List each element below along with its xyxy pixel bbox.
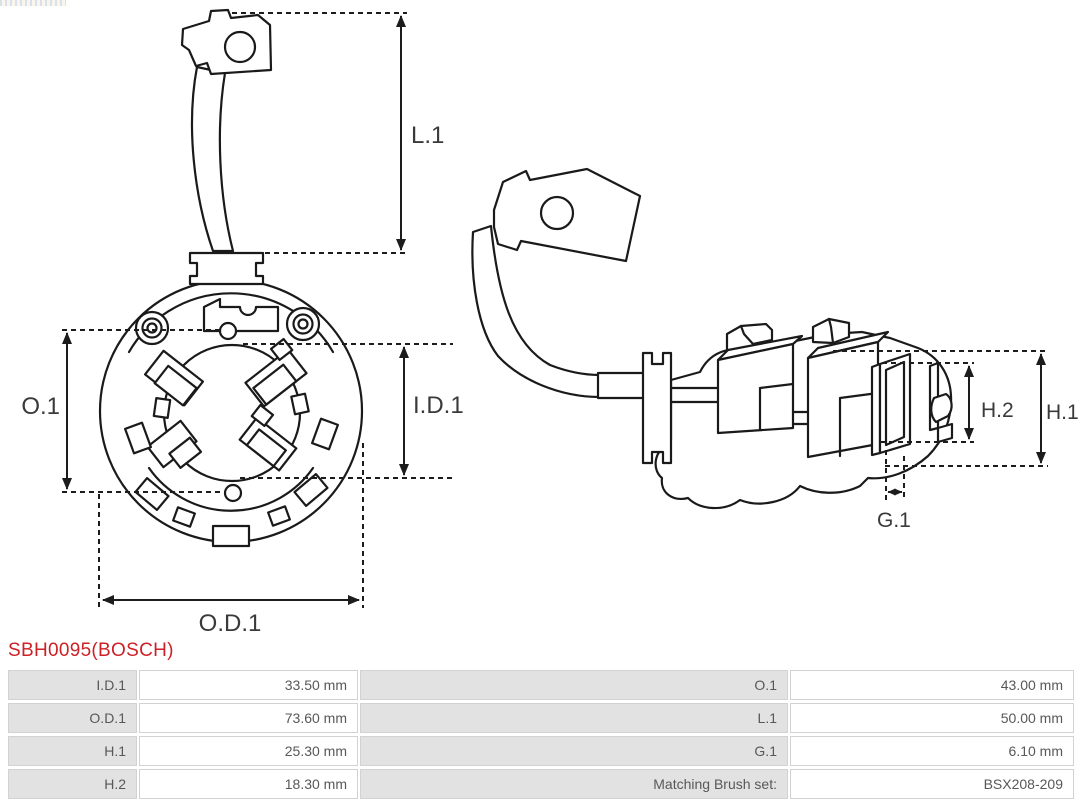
rim-clip	[267, 505, 291, 527]
connector-bar	[596, 371, 647, 400]
brush-box-lower-right	[238, 403, 298, 472]
spec-label: L.1	[360, 703, 788, 733]
dimension-label-od1: O.D.1	[199, 610, 262, 637]
screw-eyelet-right	[285, 306, 321, 342]
rim-clip	[123, 421, 153, 455]
part-code-title: SBH0095(BOSCH)	[8, 640, 174, 661]
brush-window-inner	[884, 360, 906, 447]
spring-foot	[936, 422, 954, 444]
spec-value: 18.30 mm	[139, 769, 358, 799]
spec-label: O.D.1	[8, 703, 137, 733]
spec-value: 33.50 mm	[139, 670, 358, 700]
rim-bottom-notch	[211, 524, 251, 548]
rim-clip	[310, 417, 340, 451]
dimension-label-h1: H.1	[1046, 401, 1079, 424]
spec-value: 73.60 mm	[139, 703, 358, 733]
dimension-label-o1: O.1	[21, 393, 60, 420]
spring-hook	[930, 392, 953, 424]
spec-label: G.1	[360, 736, 788, 766]
mounting-bracket	[641, 351, 673, 465]
brush-window-side	[870, 362, 882, 457]
pin-hole-bottom	[223, 483, 243, 503]
spec-label: H.1	[8, 736, 137, 766]
spec-value: 6.10 mm	[790, 736, 1074, 766]
dimension-l1: L.1	[232, 12, 444, 254]
inner-circle-tab	[152, 397, 172, 419]
brush-assembly-left	[716, 322, 804, 435]
dimension-h2: H.2	[880, 362, 1014, 443]
terminal-hole-side	[539, 195, 575, 231]
dimension-label-h2: H.2	[981, 399, 1014, 422]
brush-box-upper-left	[143, 349, 205, 407]
brush-box-upper-right	[244, 337, 308, 408]
plate-bottom-inner-arc	[147, 466, 315, 512]
pin-hole-top	[218, 321, 238, 341]
screw-eyelet-left	[134, 310, 170, 346]
dimension-id1: I.D.1	[240, 343, 464, 479]
brush-assembly-right	[791, 317, 912, 459]
inner-circle-tab	[290, 392, 310, 416]
corner-artifact	[0, 0, 66, 6]
terminal-hole	[223, 30, 257, 64]
technical-diagram: L.1 O.1 I.D.1 O.D.1	[21, 8, 1079, 637]
spec-value: 50.00 mm	[790, 703, 1074, 733]
plate-top-tab	[202, 297, 280, 333]
dimension-label-g1: G.1	[877, 509, 911, 532]
spec-value: 25.30 mm	[139, 736, 358, 766]
dimension-label-id1: I.D.1	[413, 392, 464, 419]
side-view-diagram: H.1 H.2 G.1	[471, 167, 1079, 532]
dimension-h1: H.1	[833, 350, 1079, 467]
dimension-g1: G.1	[877, 450, 911, 532]
spec-label: Matching Brush set:	[360, 769, 788, 799]
strap-mounting-block	[188, 251, 265, 286]
spec-value: BSX208-209	[790, 769, 1074, 799]
lead-strap	[190, 65, 235, 253]
spec-label: H.2	[8, 769, 137, 799]
spec-table: I.D.1 33.50 mm O.1 43.00 mm O.D.1 73.60 …	[8, 670, 1074, 799]
dimension-label-l1: L.1	[411, 122, 444, 149]
rim-clip	[134, 477, 170, 511]
front-view-diagram: L.1 O.1 I.D.1 O.D.1	[21, 8, 464, 637]
spec-value: 43.00 mm	[790, 670, 1074, 700]
rim-clip	[293, 473, 329, 507]
brush-box-lower-left	[146, 419, 203, 469]
rim-clip	[172, 506, 196, 528]
dimension-o1: O.1	[21, 329, 225, 493]
spec-label: I.D.1	[8, 670, 137, 700]
spec-label: O.1	[360, 670, 788, 700]
dimension-od1: O.D.1	[98, 443, 364, 637]
